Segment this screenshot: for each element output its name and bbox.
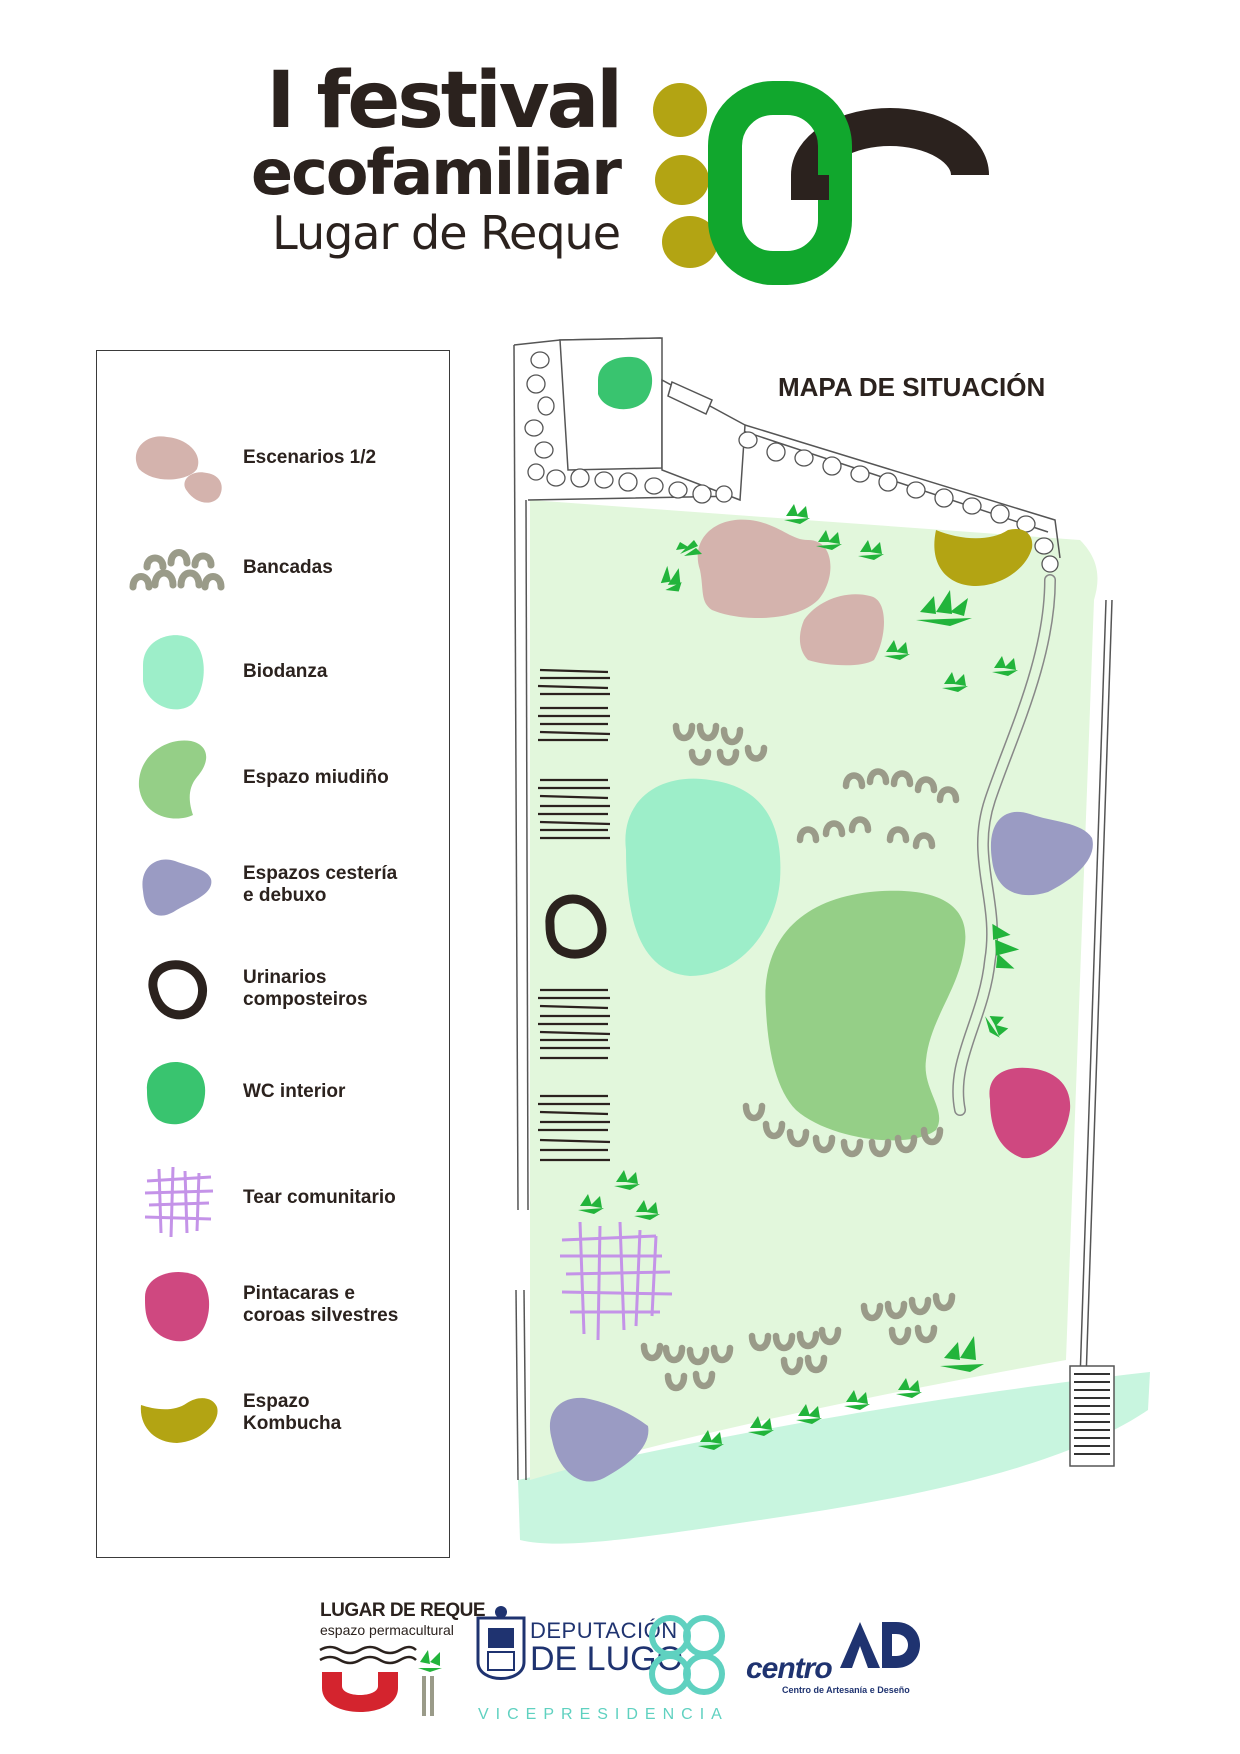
festival-logo: [653, 81, 989, 285]
legend-item-wc: WC interior: [97, 1041, 451, 1141]
legend-item-biodanza: Biodanza: [97, 621, 451, 721]
tear-comunitario-grid: [560, 1221, 673, 1341]
biodanza-blob-icon: [143, 635, 204, 710]
legend-label: Biodanza: [243, 661, 328, 682]
legend-label: Espazos cestería e debuxo: [243, 863, 398, 906]
espazo-miudino-blob-icon: [138, 740, 207, 819]
river-area: [518, 1372, 1150, 1544]
wc-interior-zone: [598, 356, 653, 410]
legend-item-kombucha: Espazo Kombucha: [97, 1359, 451, 1459]
legend-item-escenarios: Escenarios 1/2: [97, 411, 451, 511]
gravel-stones: [524, 351, 1059, 573]
legend-item-tear: Tear comunitario: [97, 1147, 451, 1247]
map-title: MAPA DE SITUACIÓN: [778, 372, 1046, 402]
legend-box: Escenarios 1/2 Bancadas Biodanza Espazo …: [96, 350, 450, 1558]
lugar-de-reque-logo-name: LUGAR DE REQUE: [320, 1600, 486, 1621]
legend-label: Tear comunitario: [243, 1187, 396, 1208]
espazo-miudino-zone: [765, 890, 966, 1141]
deputacion-vicepresidencia: VICEPRESIDENCIA: [478, 1706, 729, 1723]
centro-logo-sub: Centro de Artesanía e Deseño: [782, 1685, 910, 1695]
title-line-2: ecofamiliar: [251, 136, 622, 209]
legend-item-bancadas: Bancadas: [97, 517, 451, 617]
centro-logo-name: centro: [746, 1652, 833, 1685]
deputacion-knot-icon: [649, 1615, 725, 1695]
bancada-arches-icon: [129, 549, 225, 591]
wc-blob-icon: [146, 1062, 206, 1125]
escenario-blob-icon: [135, 436, 222, 503]
escenario-2-zone: [799, 594, 884, 666]
title-line-3: Lugar de Reque: [272, 206, 621, 260]
cesteria-zone-1: [990, 811, 1093, 896]
tear-grid-icon: [144, 1166, 214, 1238]
site-map: [513, 337, 1150, 1544]
logo-dot-3: [662, 216, 718, 268]
legend-item-urinarios: Urinarios composteiros: [97, 937, 451, 1037]
legend-label: Pintacaras e coroas silvestres: [243, 1283, 399, 1326]
plants: [578, 504, 1020, 1450]
bancada-rows: [537, 668, 611, 1162]
escenario-1-zone: [697, 519, 831, 619]
legend-label: Urinarios composteiros: [243, 967, 368, 1010]
legend-label: Espazo Kombucha: [243, 1391, 342, 1434]
legend-item-cesteria: Espazos cestería e debuxo: [97, 831, 451, 931]
legend-label: Espazo miudiño: [243, 767, 389, 788]
kombucha-zone: [934, 528, 1033, 586]
stairs: [1069, 1365, 1115, 1467]
biodanza-zone: [625, 778, 781, 976]
pintacaras-blob-icon: [145, 1271, 210, 1342]
urinario-ring-icon: [148, 960, 207, 1020]
walking-path: [953, 575, 1055, 1115]
legend-label: Bancadas: [243, 557, 333, 578]
centro-ad-emblem: [840, 1622, 920, 1668]
logo-dot-2: [655, 155, 709, 205]
lugar-de-reque-emblem: [319, 1645, 442, 1716]
lugar-de-reque-logo-sub: espazo permacultural: [320, 1622, 454, 1638]
urinario-zone: [545, 894, 607, 959]
legend-item-espazo-miudino: Espazo miudiño: [97, 727, 451, 827]
legend-label: Escenarios 1/2: [243, 447, 377, 468]
deputacion-coat-of-arms: [476, 1606, 526, 1680]
festival-title: I festival ecofamiliar Lugar de Reque: [240, 56, 623, 260]
logo-green-ring: [708, 81, 852, 285]
title-line-1: I festival: [266, 56, 623, 146]
cesteria-zone-2: [549, 1397, 649, 1482]
logo-dot-1: [653, 83, 707, 137]
legend-label: WC interior: [243, 1081, 346, 1102]
cesteria-blob-icon: [142, 859, 212, 916]
legend-item-pintacaras: Pintacaras e coroas silvestres: [97, 1253, 451, 1353]
kombucha-blob-icon: [140, 1398, 218, 1443]
pintacaras-zone: [989, 1067, 1071, 1159]
bancada-arches: [640, 722, 960, 1392]
